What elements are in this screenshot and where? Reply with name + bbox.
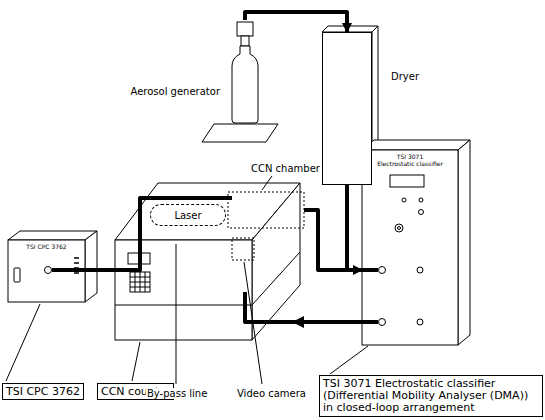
leader-line: [132, 342, 140, 381]
leader-line: [244, 262, 262, 384]
port: [417, 319, 423, 325]
bottle-neck: [241, 36, 249, 46]
tube: [245, 292, 378, 322]
node-label: Dryer: [391, 71, 419, 82]
node-label: TSI CPC 3762: [8, 243, 85, 250]
cpc-switch: [14, 268, 20, 282]
port: [417, 267, 423, 273]
knob: [398, 227, 401, 230]
port: [379, 267, 386, 274]
node-label: Electrostatic classifier: [362, 160, 458, 167]
knob: [419, 210, 424, 215]
cpc-unit: TSI CPC 3762: [8, 240, 85, 302]
part-label: CCN chamber: [250, 163, 321, 174]
classifier-side: [458, 140, 470, 345]
ccn-base-line: [252, 252, 300, 305]
leader-line: [176, 244, 177, 384]
video-camera-outline: [232, 238, 254, 260]
node-label: TSI 3071: [362, 153, 458, 160]
caption-box: TSI 3071 Electrostatic classifier (Diffe…: [319, 375, 543, 417]
classifier-top: [362, 140, 470, 150]
ccn-chamber-outline: [228, 192, 304, 228]
tube: [304, 210, 378, 270]
ccn-front: [115, 240, 252, 340]
node-label: TSI CPC 3762: [6, 385, 80, 398]
classifier-display: [390, 175, 424, 187]
part-label: Video camera: [236, 388, 307, 399]
knob: [402, 198, 406, 202]
node-label: TSI 3071 Electrostatic classifier (Diffe…: [323, 378, 539, 414]
ccn-keypad-grid: [130, 272, 150, 292]
node-label: Aerosol generator: [131, 86, 221, 97]
ccn-base-line: [115, 305, 252, 306]
cpc-top: [8, 231, 97, 240]
ccn-keypad: [130, 272, 150, 292]
leader-line: [262, 176, 272, 190]
tube-connector: [347, 185, 362, 270]
knob: [419, 198, 423, 202]
leader-line: [6, 304, 40, 381]
bottle: [232, 46, 258, 123]
classifier-unit: TSI 3071Electrostatic classifier: [362, 150, 458, 345]
port: [379, 319, 386, 326]
tube: [52, 198, 232, 270]
port: [45, 267, 52, 274]
knob: [395, 224, 403, 232]
part-label: By-pass line: [146, 388, 208, 399]
dryer-column: Dryer: [322, 32, 372, 185]
leader-line: [330, 346, 368, 374]
node-label: Laser: [174, 210, 201, 221]
laser-region: Laser: [150, 204, 226, 226]
tube-connector: [245, 12, 347, 32]
platform: [202, 124, 278, 142]
nozzle: [237, 22, 253, 36]
cpc-side: [85, 231, 97, 302]
flow-arrow: [292, 316, 304, 328]
caption-box: TSI CPC 3762: [2, 383, 84, 400]
ccn-side: [252, 183, 300, 340]
classifier-front: [362, 150, 458, 345]
aerosol-generator: Aerosol generator: [228, 20, 262, 124]
